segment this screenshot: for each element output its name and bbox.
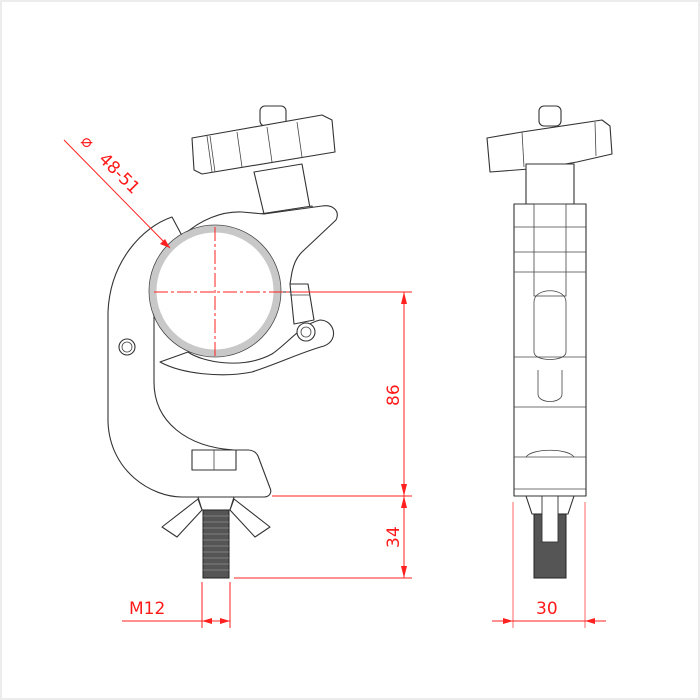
front-view [486,105,613,579]
trigger-latch [159,283,335,376]
diameter-symbol: ⌀ [76,131,97,152]
side-view [107,105,338,579]
height-upper-label: 86 [384,384,404,406]
width-label: 30 [536,599,558,619]
thread-label: M12 [129,599,165,619]
height-lower-label: 34 [384,526,404,548]
wing-knob [191,105,336,223]
diameter-label: 48-51 [94,149,143,198]
wing-nut-bolt [161,496,271,579]
dimension-thread: M12 [122,582,231,628]
dimension-height-upper: 86 [272,291,412,497]
front-body [513,203,587,497]
dimension-height-lower: 34 [234,496,412,579]
dimension-width: 30 [492,502,606,628]
